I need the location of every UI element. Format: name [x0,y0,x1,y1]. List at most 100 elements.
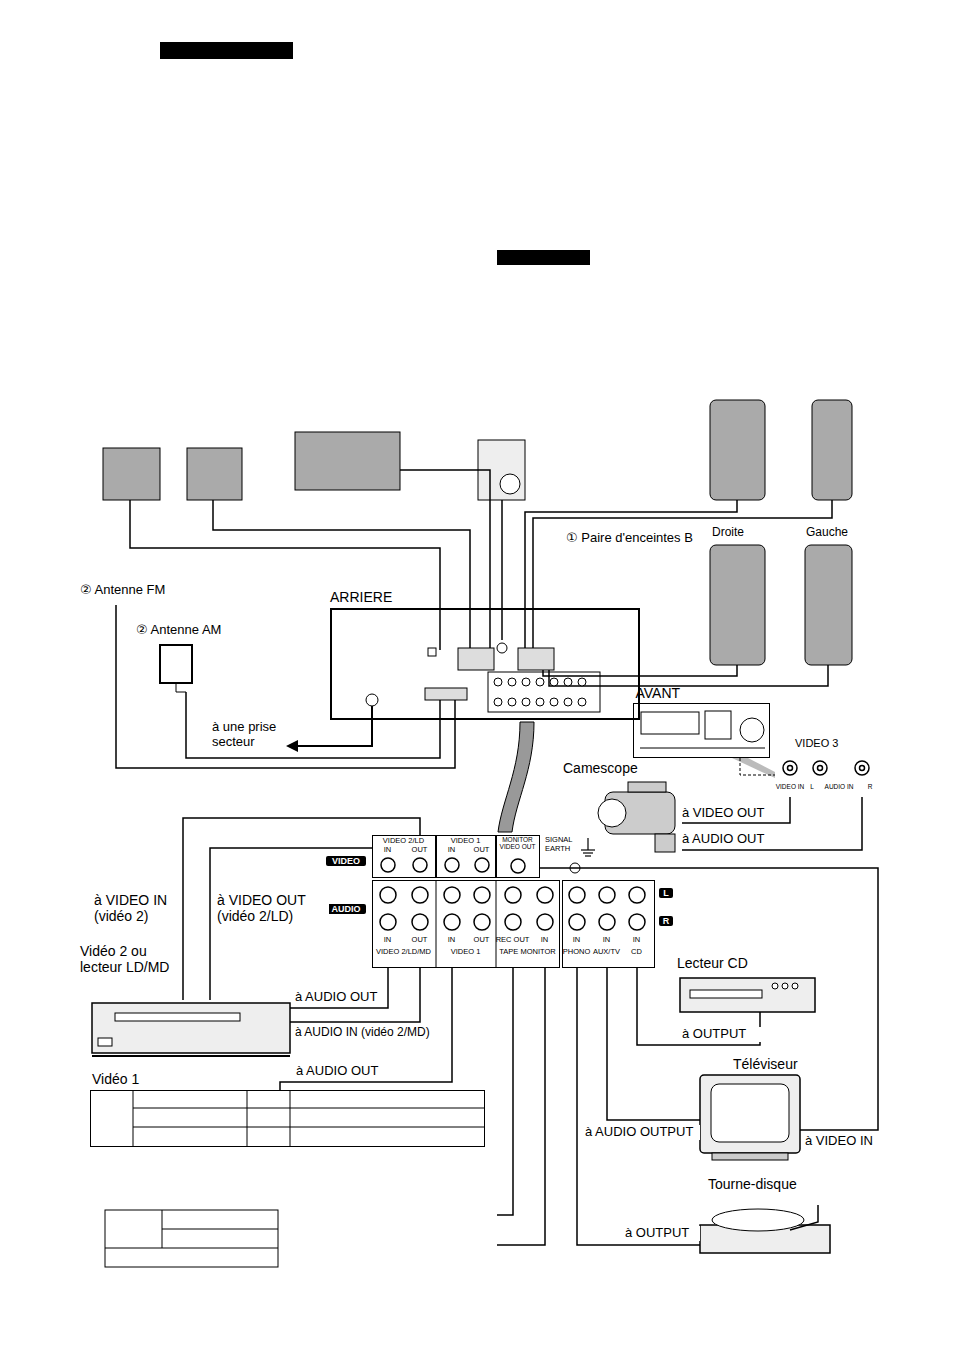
signal-tag: AUDIO [326,904,366,914]
signal-cable [682,797,862,850]
tv-body [700,1075,800,1153]
cd-button [782,983,788,989]
node-label: Tourne-disque [708,1176,818,1192]
signal-cable [280,968,452,1090]
wire-label: à AUDIO IN (vidéo 2/MD) [295,1026,445,1040]
enlarge-pointer [498,722,534,832]
speaker-wire [543,665,737,676]
power-arrow [286,740,298,752]
wire-label: à VIDEO IN (vidéo 2) [94,892,182,924]
speaker-wire [533,500,832,650]
speaker-a [710,545,765,665]
jack [413,858,427,872]
jack [629,887,645,903]
am-antenna-wire [186,692,440,758]
device-box: VIDEO 2/LDINOUT [372,835,436,878]
jack [412,887,428,903]
jack [508,698,516,706]
device-box: VIDEO 1INOUT [436,835,496,878]
node-label: ARRIERE [330,589,430,605]
rear-switch [428,648,436,656]
node-label: VIDEO IN [772,783,808,790]
callout-label: Droite [712,526,762,540]
node-label: Vidéo 1 [92,1071,162,1087]
front-trim [640,748,765,749]
node-label: OUT [468,936,496,945]
surround-speaker [103,448,160,500]
speaker-a [805,545,852,665]
jack [550,698,558,706]
video3-jacks [783,761,869,775]
device-box: INININPHONOAUX/TVCD [562,880,655,968]
jack [783,761,797,775]
node-label: IN [625,936,649,945]
jack [511,859,525,873]
subwoofer-cone [500,474,520,494]
signal-cable [183,818,420,1000]
node-label: VIDEO 2/LD [373,837,435,846]
jack [537,887,553,903]
device-box: MONITOR VIDEO OUT [496,835,540,878]
surround-speaker [187,448,242,500]
jack [380,887,396,903]
node-label: AVANT [636,685,696,701]
heading-bar [160,42,293,59]
device-box: AVANT [633,703,770,758]
callout-label: SIGNAL EARTH [545,836,579,853]
jack [508,678,516,686]
node-label: OUT [406,936,434,945]
node-label: AUX/TV [592,948,622,957]
center-speaker [295,432,400,490]
speaker-b [812,400,852,500]
speaker-wire [400,470,490,650]
node-label: IN [374,936,402,945]
device-box: Vidéo 1 [90,1090,485,1147]
jack [444,914,460,930]
panel-divider [436,880,437,968]
tape-wire [497,968,513,1215]
jack [813,761,827,775]
video1-table-grid [133,1090,485,1147]
cd-tray [690,990,762,998]
speaker-wire [130,500,440,650]
tv-stand [712,1153,788,1160]
cd-body [680,978,815,1012]
callout-label: Gauche [806,526,856,540]
camcorder-handle [628,782,666,792]
jack-pin [860,766,865,771]
front-display [641,712,699,734]
node-label: AUDIO IN [822,783,856,790]
node-label: VIDEO 3 [795,737,855,750]
node-label: OUT [406,846,434,855]
jack [494,678,502,686]
node-label: REC OUT [496,936,530,945]
jack [578,678,586,686]
camcorder-grip [655,834,675,852]
tape-wire [497,968,545,1245]
jack [522,698,530,706]
node-label: MONITOR VIDEO OUT [497,836,539,851]
node-label: PHONO [562,948,592,957]
jack [412,914,428,930]
node-label: CD [625,948,649,957]
signal-cable [290,968,388,1008]
wire-label: à AUDIO OUT [295,990,385,1005]
wire-label: à AUDIO OUT [296,1064,391,1079]
jack-pin [818,766,823,771]
wire-label: à VIDEO OUT (vidéo 2/LD) [217,892,329,924]
node-label: IN [438,846,466,855]
jack [474,887,490,903]
table-line [162,1229,278,1230]
node-label: VIDEO 2/LD/MD [373,948,435,957]
jack [505,887,521,903]
jack [494,698,502,706]
table-line [290,1090,291,1147]
node-label: OUT [468,846,496,855]
node-label: Vidéo 2 ou lecteur LD/MD [80,943,180,975]
am-loop-antenna [160,645,192,683]
speaker-terminal [518,648,554,670]
vcr-body [92,1003,290,1053]
fm-antenna-wire [116,605,455,768]
node-label: VIDEO 1 [437,837,495,846]
